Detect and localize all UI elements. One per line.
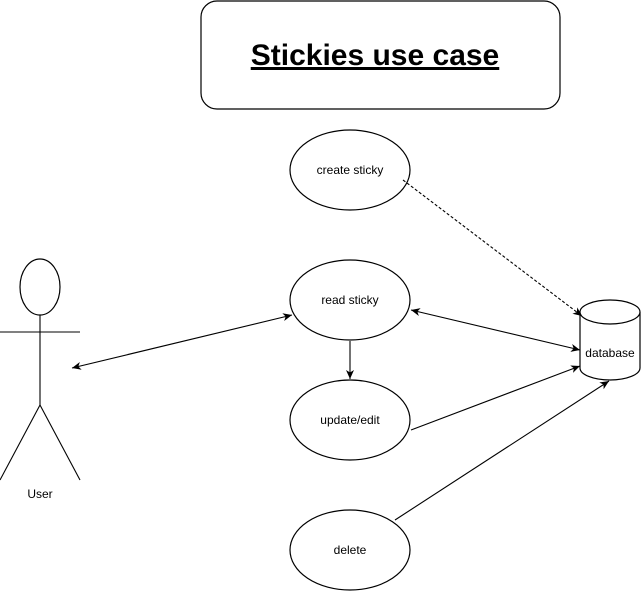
edge-create-to-database <box>402 179 583 317</box>
edge-delete-to-database <box>394 380 610 521</box>
use-case-delete-shape <box>289 509 411 591</box>
use-case-create-label: create sticky <box>317 163 384 177</box>
use-case-delete: delete <box>289 509 411 591</box>
use-case-create-shape <box>289 129 411 211</box>
use-case-delete-label: delete <box>334 543 367 557</box>
use-case-read-shape <box>289 259 411 341</box>
edge-user-read <box>71 313 293 370</box>
datastore-database: database <box>579 299 641 381</box>
use-case-update-label: update/edit <box>320 413 380 427</box>
database-body <box>579 312 641 381</box>
use-case-create-sticky: create sticky <box>289 129 411 211</box>
diagram-title: Stickies use case <box>251 39 500 72</box>
edge-read-database <box>410 308 581 352</box>
database-label: database <box>585 346 635 360</box>
actor-left-leg <box>0 404 41 481</box>
edge-update-to-database <box>410 365 581 431</box>
use-case-update-edit: update/edit <box>289 379 411 461</box>
actor-right-leg <box>39 404 81 481</box>
actor-label: User <box>27 487 52 501</box>
database-top <box>579 299 641 325</box>
title-box-frame <box>200 0 561 110</box>
use-case-read-sticky: read sticky <box>289 259 411 341</box>
actor-head <box>19 258 61 316</box>
use-case-read-label: read sticky <box>321 293 378 307</box>
actor-user: User <box>0 258 81 501</box>
use-case-update-shape <box>289 379 411 461</box>
title-box: Stickies use case <box>200 0 561 110</box>
